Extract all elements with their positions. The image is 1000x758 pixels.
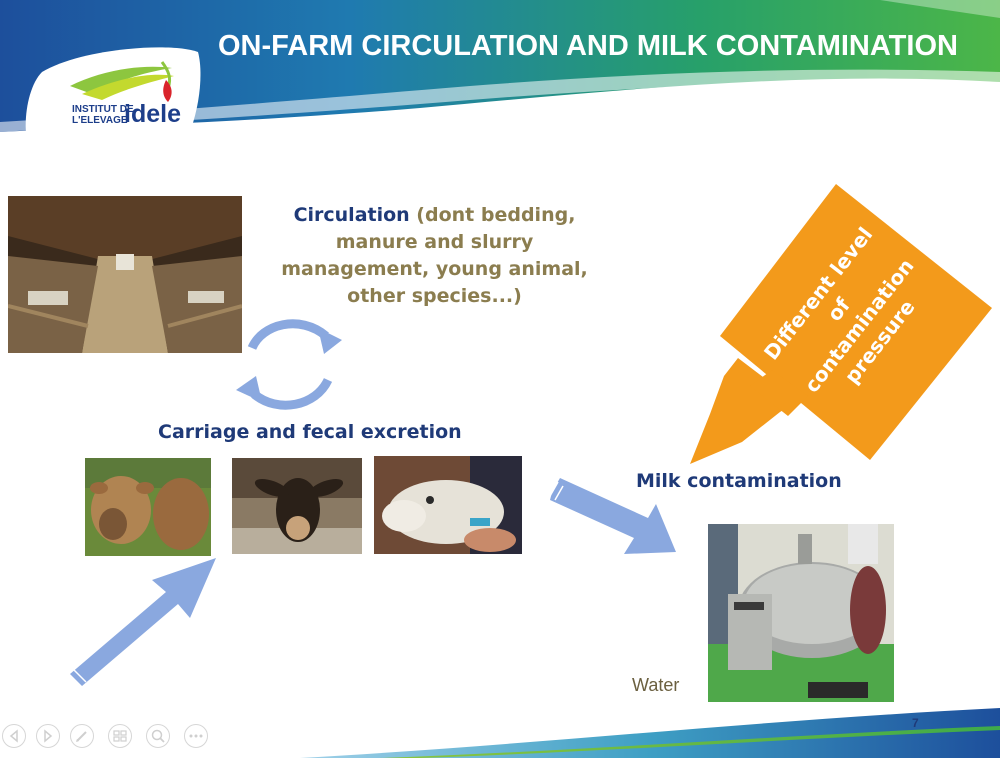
- logo-brand: idele: [124, 100, 181, 128]
- arrow-to-milk: [549, 478, 676, 554]
- previous-icon[interactable]: [2, 724, 26, 748]
- next-icon[interactable]: [36, 724, 60, 748]
- carriage-label: Carriage and fecal excretion: [158, 421, 462, 443]
- circulation-text: Circulation (dont bedding, manure and sl…: [262, 202, 607, 310]
- logo-institute-text: INSTITUT DE L'ELEVAGE: [72, 104, 134, 126]
- logo-line2: L'ELEVAGE: [72, 115, 128, 126]
- slide-title: ON-FARM CIRCULATION AND MILK CONTAMINATI…: [218, 30, 958, 62]
- more-icon[interactable]: [184, 724, 208, 748]
- circulation-detail: (dont bedding, manure and slurry managem…: [281, 204, 588, 307]
- water-label: Water: [632, 675, 680, 695]
- slides-icon[interactable]: [108, 724, 132, 748]
- pen-icon[interactable]: [70, 724, 94, 748]
- barn-photo: [8, 196, 242, 353]
- page-number: 7: [912, 716, 919, 730]
- milk-label: Milk contamination: [636, 470, 842, 492]
- pressure-arrow: Different level of contamination pressur…: [690, 184, 992, 464]
- goat-photo: [232, 458, 362, 554]
- zoom-icon[interactable]: [146, 724, 170, 748]
- idele-logo-badge: [25, 47, 201, 164]
- circulation-lead: Circulation: [293, 204, 410, 226]
- sheep-photo: [374, 456, 522, 554]
- cow-photo: [85, 458, 211, 556]
- milk-tank-photo: [708, 524, 894, 702]
- logo-line1: INSTITUT DE: [72, 104, 134, 115]
- entrance-arrow: [63, 558, 216, 689]
- cycle-arrows: [236, 319, 342, 410]
- footer-wave: [300, 708, 1000, 758]
